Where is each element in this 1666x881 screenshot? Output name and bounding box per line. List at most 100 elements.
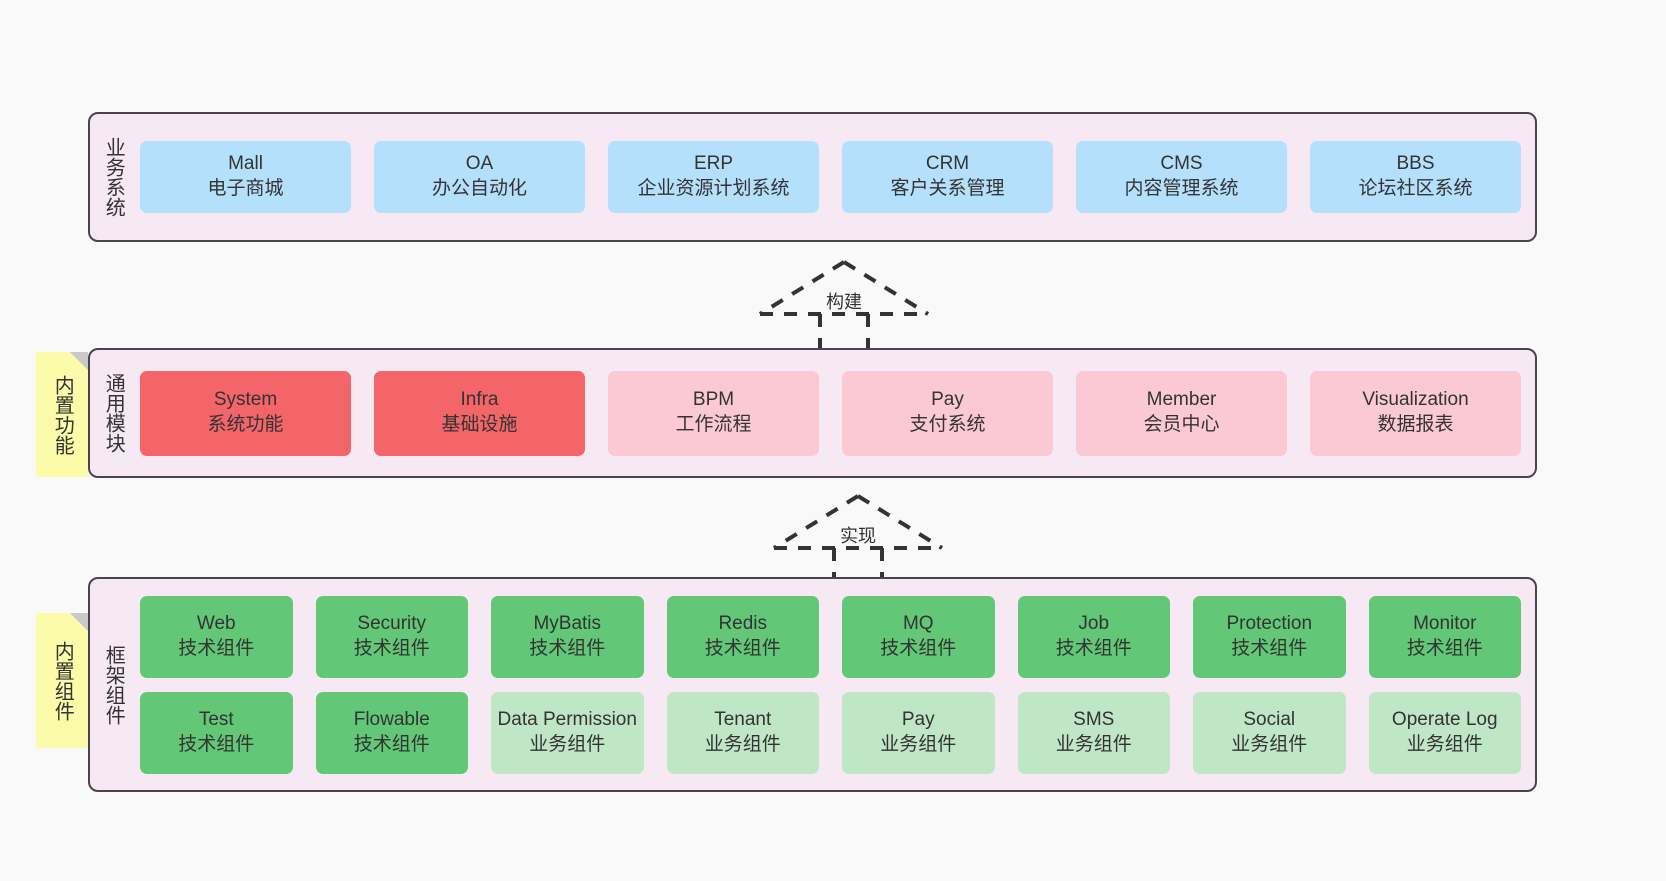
node-subtitle: 业务组件 xyxy=(1231,733,1308,755)
node-bbs[interactable]: BBS 论坛社区系统 xyxy=(1310,141,1521,213)
layer-label-common: 通用模块 xyxy=(102,373,125,453)
layer-framework-components: 框架组件 Web 技术组件 Security 技术组件 MyBatis 技术组件… xyxy=(88,577,1537,792)
node-subtitle: 论坛社区系统 xyxy=(1358,178,1473,199)
node-subtitle: 技术组件 xyxy=(529,637,606,659)
framework-biz-row: Test 技术组件 Flowable 技术组件 Data Permission … xyxy=(140,691,1521,774)
node-subtitle: 客户关系管理 xyxy=(890,178,1005,199)
layer-label-business: 业务系统 xyxy=(102,137,125,217)
node-mall[interactable]: Mall 电子商城 xyxy=(140,141,351,213)
node-subtitle: 技术组件 xyxy=(353,733,430,755)
node-title: Operate Log xyxy=(1391,708,1498,730)
layer-common-modules: 通用模块 System 系统功能 Infra 基础设施 BPM 工作流程 Pay… xyxy=(88,348,1537,478)
node-subtitle: 内容管理系统 xyxy=(1124,178,1239,199)
sticky-note-builtin-components: 内置组件 xyxy=(36,613,88,748)
node-subtitle: 数据报表 xyxy=(1377,414,1454,435)
node-title: OA xyxy=(465,153,494,175)
node-subtitle: 业务组件 xyxy=(529,733,606,755)
node-subtitle: 工作流程 xyxy=(675,414,752,435)
node-redis[interactable]: Redis 技术组件 xyxy=(666,595,819,678)
node-title: System xyxy=(213,389,278,411)
node-title: CMS xyxy=(1160,153,1203,175)
node-flowable[interactable]: Flowable 技术组件 xyxy=(315,691,468,774)
node-title: Visualization xyxy=(1362,389,1469,411)
sticky-label: 内置组件 xyxy=(51,640,74,721)
node-title: Flowable xyxy=(353,708,430,730)
node-infra[interactable]: Infra 基础设施 xyxy=(374,370,585,456)
layer-body-business: Mall 电子商城 OA 办公自动化 ERP 企业资源计划系统 CRM 客户关系… xyxy=(136,114,1535,240)
sticky-fold-icon xyxy=(70,613,88,631)
node-pay-common[interactable]: Pay 支付系统 xyxy=(842,370,1053,456)
node-subtitle: 基础设施 xyxy=(441,414,518,435)
layer-body-framework: Web 技术组件 Security 技术组件 MyBatis 技术组件 Redi… xyxy=(136,579,1535,790)
node-operate-log[interactable]: Operate Log 业务组件 xyxy=(1368,691,1521,774)
node-security[interactable]: Security 技术组件 xyxy=(315,595,468,678)
node-title: Redis xyxy=(718,612,768,634)
common-node-row: System 系统功能 Infra 基础设施 BPM 工作流程 Pay 支付系统… xyxy=(140,370,1521,456)
node-title: Pay xyxy=(931,389,964,411)
layer-body-common: System 系统功能 Infra 基础设施 BPM 工作流程 Pay 支付系统… xyxy=(136,350,1535,476)
node-social[interactable]: Social 业务组件 xyxy=(1193,691,1346,774)
node-oa[interactable]: OA 办公自动化 xyxy=(374,141,585,213)
node-erp[interactable]: ERP 企业资源计划系统 xyxy=(608,141,819,213)
node-subtitle: 企业资源计划系统 xyxy=(637,178,790,199)
node-subtitle: 技术组件 xyxy=(704,637,781,659)
sticky-note-builtin-features: 内置功能 xyxy=(36,352,88,477)
node-title: Test xyxy=(198,708,234,730)
node-subtitle: 业务组件 xyxy=(1055,733,1132,755)
layer-label-framework: 框架组件 xyxy=(102,644,125,725)
node-bpm[interactable]: BPM 工作流程 xyxy=(608,370,819,456)
node-subtitle: 系统功能 xyxy=(207,414,284,435)
node-monitor[interactable]: Monitor 技术组件 xyxy=(1368,595,1521,678)
node-title: Social xyxy=(1243,708,1296,730)
node-subtitle: 技术组件 xyxy=(353,637,430,659)
node-sms[interactable]: SMS 业务组件 xyxy=(1017,691,1170,774)
node-title: SMS xyxy=(1073,708,1115,730)
framework-tech-row: Web 技术组件 Security 技术组件 MyBatis 技术组件 Redi… xyxy=(140,595,1521,678)
node-visualization[interactable]: Visualization 数据报表 xyxy=(1310,370,1521,456)
node-cms[interactable]: CMS 内容管理系统 xyxy=(1076,141,1287,213)
node-system[interactable]: System 系统功能 xyxy=(140,370,351,456)
arrow-implement: 实现 xyxy=(770,492,946,584)
node-title: MyBatis xyxy=(533,612,602,634)
arrow-implement-label: 实现 xyxy=(840,526,876,546)
node-title: Tenant xyxy=(714,708,772,730)
node-subtitle: 业务组件 xyxy=(1406,733,1483,755)
node-protection[interactable]: Protection 技术组件 xyxy=(1193,595,1346,678)
business-node-row: Mall 电子商城 OA 办公自动化 ERP 企业资源计划系统 CRM 客户关系… xyxy=(140,141,1521,213)
sticky-label: 内置功能 xyxy=(51,374,74,455)
node-title: MQ xyxy=(902,612,934,634)
node-subtitle: 业务组件 xyxy=(880,733,957,755)
node-crm[interactable]: CRM 客户关系管理 xyxy=(842,141,1053,213)
node-title: Protection xyxy=(1226,612,1313,634)
node-subtitle: 技术组件 xyxy=(178,733,255,755)
arrow-build: 构建 xyxy=(756,258,932,350)
node-subtitle: 技术组件 xyxy=(1231,637,1308,659)
node-title: CRM xyxy=(925,153,970,175)
node-web[interactable]: Web 技术组件 xyxy=(140,595,293,678)
node-subtitle: 技术组件 xyxy=(178,637,255,659)
node-mq[interactable]: MQ 技术组件 xyxy=(842,595,995,678)
node-tenant[interactable]: Tenant 业务组件 xyxy=(666,691,819,774)
node-title: Member xyxy=(1146,389,1217,411)
node-pay-framework[interactable]: Pay 业务组件 xyxy=(842,691,995,774)
node-title: Infra xyxy=(460,389,499,411)
node-title: Data Permission xyxy=(497,708,637,730)
node-subtitle: 支付系统 xyxy=(909,414,986,435)
node-subtitle: 技术组件 xyxy=(1055,637,1132,659)
layer-business-systems: 业务系统 Mall 电子商城 OA 办公自动化 ERP 企业资源计划系统 CRM… xyxy=(88,112,1537,242)
node-title: Security xyxy=(357,612,427,634)
node-title: Pay xyxy=(901,708,935,730)
node-subtitle: 技术组件 xyxy=(1406,637,1483,659)
node-job[interactable]: Job 技术组件 xyxy=(1017,595,1170,678)
node-test[interactable]: Test 技术组件 xyxy=(140,691,293,774)
node-data-permission[interactable]: Data Permission 业务组件 xyxy=(491,691,644,774)
node-title: Monitor xyxy=(1413,612,1477,634)
node-subtitle: 业务组件 xyxy=(704,733,781,755)
node-mybatis[interactable]: MyBatis 技术组件 xyxy=(491,595,644,678)
node-title: Mall xyxy=(228,153,263,175)
node-subtitle: 会员中心 xyxy=(1143,414,1220,435)
sticky-fold-icon xyxy=(70,352,88,370)
node-member[interactable]: Member 会员中心 xyxy=(1076,370,1287,456)
node-title: BPM xyxy=(692,389,735,411)
